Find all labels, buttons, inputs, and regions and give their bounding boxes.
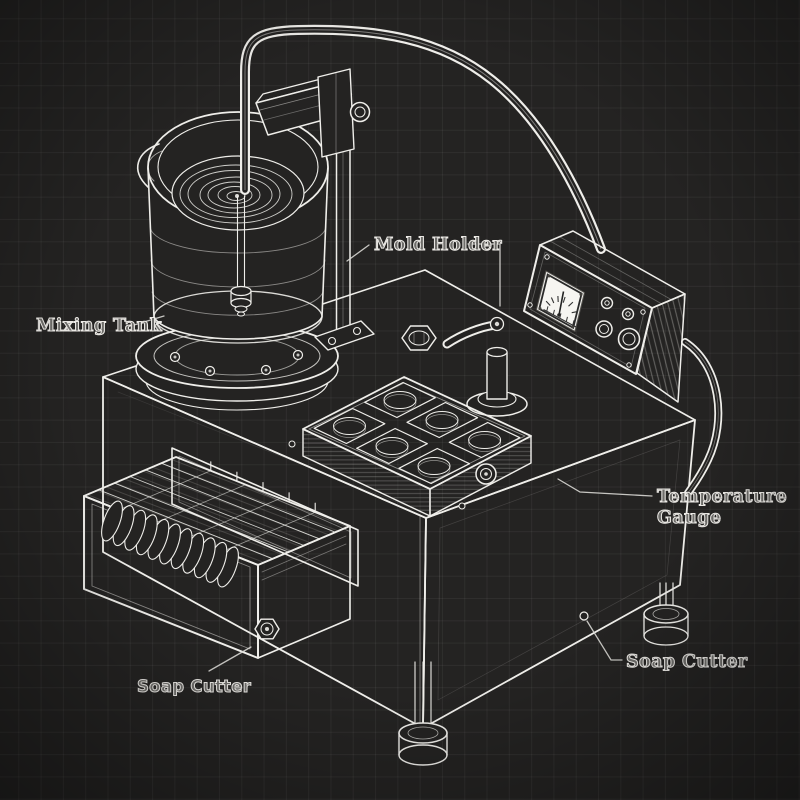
callout-soap-cutter-front: Soap Cutter	[137, 646, 252, 697]
temperature-gauge-label-line1: Temperature	[657, 487, 787, 507]
soap-cutter-side-label: Soap Cutter	[626, 652, 748, 672]
cutting-wires	[98, 462, 336, 560]
soap-cutter-front-leader	[208, 646, 252, 672]
mold-tray	[302, 376, 532, 517]
temperature-gauge-label-line2: Gauge	[657, 508, 721, 528]
callout-temperature-gauge: Temperature Gauge	[557, 478, 787, 529]
wire-pegs	[210, 461, 316, 513]
temperature-gauge-meter	[535, 270, 586, 333]
power-cable	[681, 338, 723, 497]
soap-cutter-indicator-dot	[579, 611, 589, 621]
deck-screws	[288, 440, 466, 510]
hex-cap	[401, 325, 437, 351]
tube-clamp	[255, 68, 371, 158]
mold-holder-leader-right	[467, 243, 501, 307]
callout-soap-cutter-side: Soap Cutter	[579, 611, 748, 673]
callout-mold-holder: Mold Holder	[346, 235, 502, 307]
mixing-tank-leader	[133, 315, 165, 326]
stirrer-shaft	[230, 195, 252, 317]
mixing-tank-label: Mixing Tank	[36, 316, 163, 336]
spout	[137, 143, 163, 188]
temperature-gauge-leader	[557, 478, 653, 497]
control-console	[523, 230, 686, 403]
indicator-buttons	[600, 296, 635, 321]
mold-holder-arm	[442, 316, 505, 349]
mold-holder-label: Mold Holder	[374, 235, 502, 255]
front-foot	[398, 661, 448, 766]
clamp-thumbscrew	[349, 101, 371, 123]
guide-cylinder	[466, 346, 528, 417]
tray-knob	[475, 463, 497, 485]
drawer-knob	[254, 618, 280, 640]
mixing-tank-beaker	[137, 111, 329, 344]
liquid-vortex	[171, 155, 305, 231]
mold-holder-leader-left	[346, 244, 370, 262]
soap-cutter-drawer	[83, 456, 351, 659]
mold-cavities	[313, 381, 521, 485]
right-foot	[643, 582, 689, 646]
soap-cutter-side-leader	[586, 620, 623, 661]
callout-mixing-tank: Mixing Tank	[36, 315, 165, 337]
callouts: Mixing Tank Mold Holder Temperature Gaug…	[36, 235, 788, 697]
control-knobs	[595, 320, 641, 351]
drawer-rollers	[101, 500, 239, 588]
leveling-feet	[398, 582, 689, 766]
feed-tube	[240, 24, 606, 254]
platter-bolts	[169, 349, 304, 377]
soap-cutter-front-label: Soap Cutter	[137, 677, 252, 696]
mixer-base-platter	[135, 323, 339, 411]
panel-screws	[527, 254, 646, 368]
gauge-needle	[558, 291, 565, 316]
